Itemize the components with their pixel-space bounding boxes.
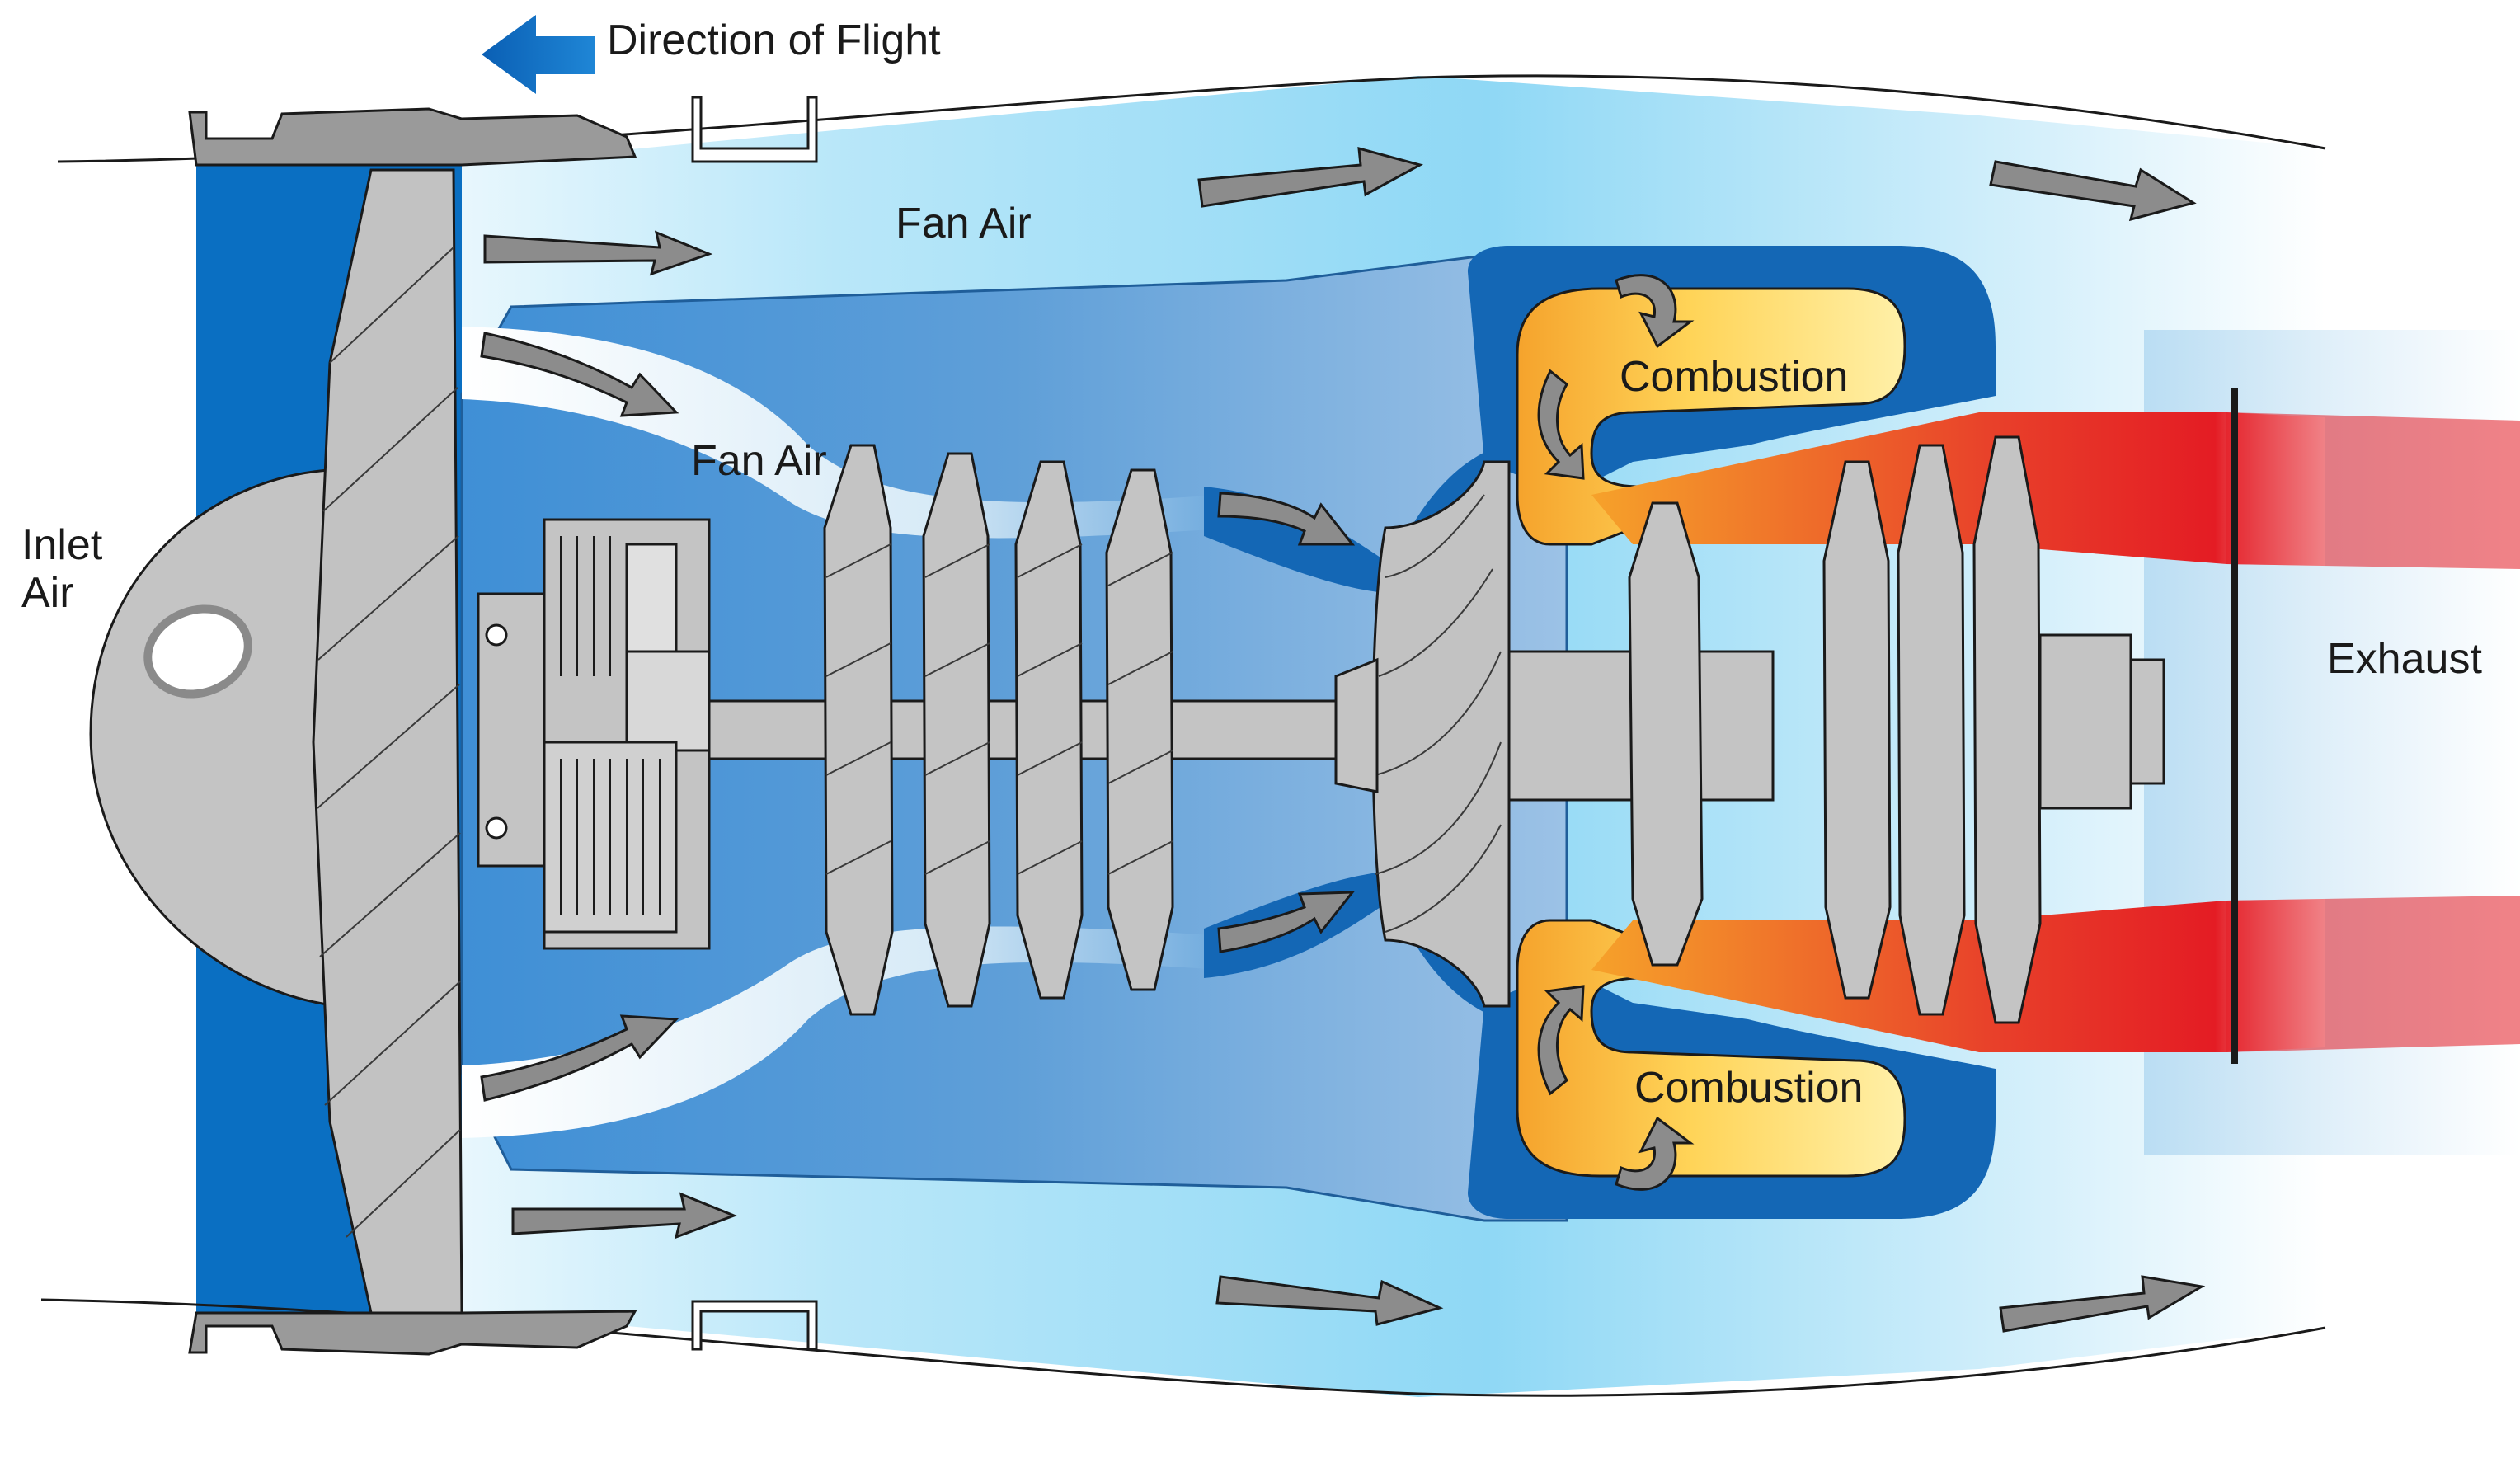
reduction-gearbox [477, 518, 711, 950]
exhaust-plume-lower [2226, 896, 2520, 1052]
combustion-chamber-top [1516, 287, 1906, 546]
flow-arrow-icon [1989, 160, 2197, 222]
flow-arrow-icon [1217, 891, 1356, 953]
flow-arrow-icon [1215, 1275, 1444, 1326]
combustion-swirl-arrows [1537, 274, 1695, 1191]
left-arrow-icon [482, 15, 595, 94]
nose-cone-hole [143, 604, 252, 699]
fan-duct-upper [462, 327, 1237, 539]
nose-cone [89, 468, 340, 1008]
fan-air-inner-label: Fan Air [691, 437, 827, 485]
fan-air-outer-label: Fan Air [896, 200, 1032, 247]
hot-gas-upper [1591, 412, 2325, 566]
inlet-label-line2: Air [21, 569, 74, 618]
flow-arrow-icon [480, 1014, 679, 1102]
flow-arrow-icon [480, 332, 679, 417]
exhaust-plume-upper [2226, 412, 2520, 569]
fan-duct-lower [462, 926, 1237, 1138]
flow-arrow-icon [1217, 492, 1356, 546]
combustion-top-label: Combustion [1620, 353, 1849, 401]
centrifugal-impeller [1371, 460, 1511, 1008]
direction-of-flight-label: Direction of Flight [607, 16, 941, 64]
inlet-label-line1: Inlet [21, 521, 103, 569]
exhaust-label: Exhaust [2327, 635, 2482, 683]
turbine-stages [1628, 435, 2042, 1024]
fan-blade [312, 168, 463, 1315]
combustion-bottom-label: Combustion [1634, 1064, 1864, 1112]
flow-arrow-icon [1999, 1275, 2206, 1333]
combustion-chamber-bottom [1516, 919, 1906, 1178]
nacelle-top-hardware [188, 107, 637, 167]
flow-arrows [480, 146, 2206, 1333]
axial-compressor [823, 444, 1174, 1016]
inlet-air-label: Inlet Air [21, 521, 102, 617]
flow-arrow-icon [1197, 146, 1423, 208]
flow-arrow-icon [483, 230, 713, 276]
nacelle-bottom-hardware [188, 1310, 637, 1356]
hot-gas-lower [1591, 899, 2325, 1052]
flow-arrow-icon [511, 1192, 738, 1240]
